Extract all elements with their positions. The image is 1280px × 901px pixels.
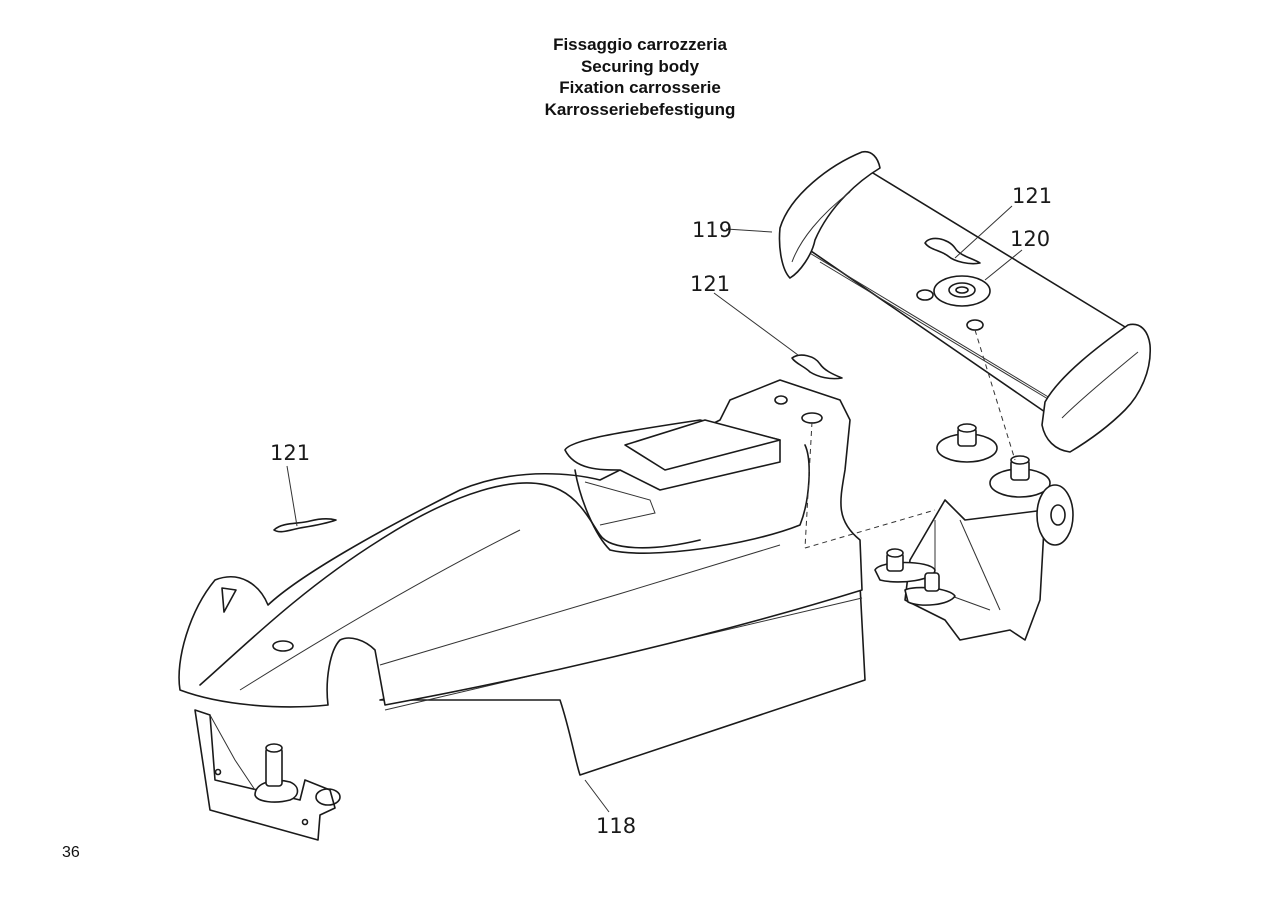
title-french: Fixation carrosserie [559,78,721,97]
wing-clip-121 [924,237,981,265]
page-number: 36 [62,844,80,861]
title-german: Karrosseriebefestigung [544,99,736,119]
title-italian: Fissaggio carrozzeria [553,35,727,54]
callout-118: 118 [596,814,636,838]
washer-120 [933,275,991,307]
callout-121-middle: 121 [690,272,730,296]
alignment-lines [804,329,1016,549]
diagram-title: Fissaggio carrozzeria Securing body Fixa… [0,34,1280,120]
leader-lines [286,205,1023,813]
callout-119: 119 [692,218,732,242]
body-shell [178,379,866,776]
callout-121-front: 121 [270,441,310,465]
title-english: Securing body [580,56,700,76]
front-bracket [194,709,341,841]
middle-clip-121 [791,354,843,380]
callout-120: 120 [1010,227,1050,251]
rear-mount-assembly [874,423,1074,641]
callout-121-wing: 121 [1012,184,1052,208]
front-clip-121 [273,518,337,533]
